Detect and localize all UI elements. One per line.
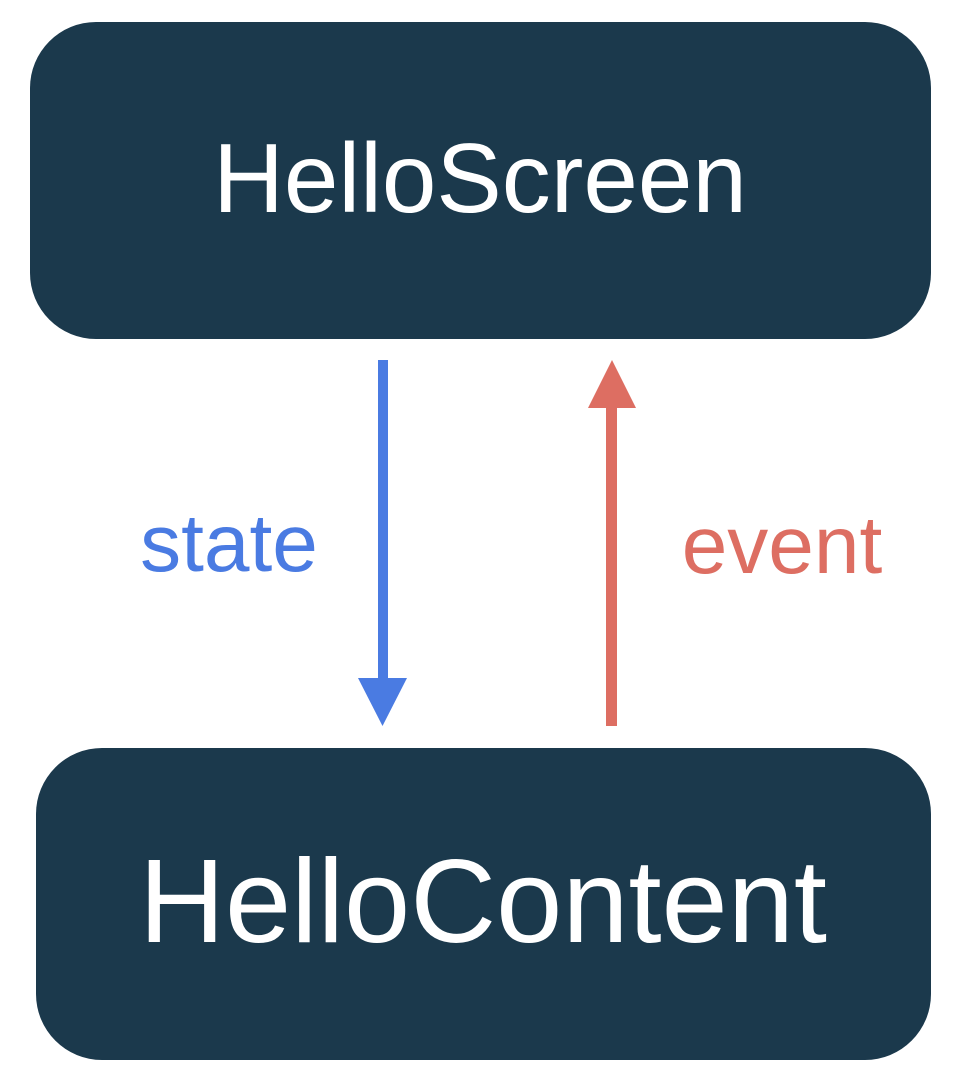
hello-screen-node: HelloScreen <box>30 22 931 339</box>
hello-screen-label: HelloScreen <box>213 123 747 233</box>
event-arrow-shaft <box>606 404 617 726</box>
hello-content-node: HelloContent <box>36 748 931 1060</box>
hello-content-box <box>36 748 931 1060</box>
hello-content-label: HelloContent <box>139 835 827 968</box>
event-arrow <box>588 360 636 726</box>
hello-screen-box <box>30 22 931 339</box>
state-arrow-shaft <box>378 360 388 682</box>
state-arrow-head <box>358 678 407 726</box>
event-label: event <box>682 500 883 591</box>
state-label: state <box>140 498 318 589</box>
event-arrow-head <box>588 360 636 408</box>
state-arrow <box>358 360 407 726</box>
